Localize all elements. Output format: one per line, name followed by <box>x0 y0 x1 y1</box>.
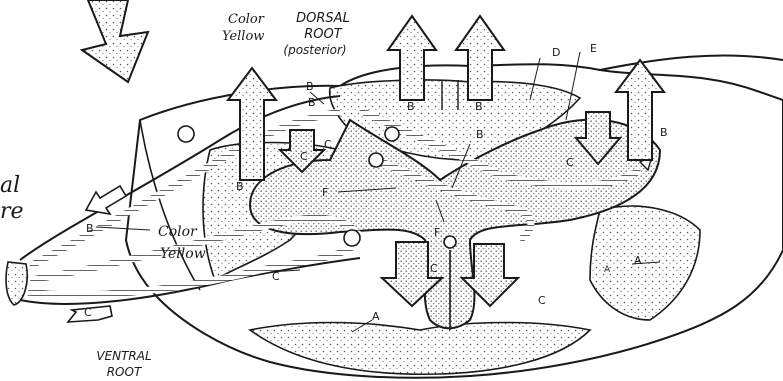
marker-c: C <box>84 306 92 319</box>
ventral-root-label: VENTRAL ROOT <box>96 349 151 379</box>
marker-b: B <box>407 100 415 113</box>
large-stippled-arrow-icon <box>82 0 148 82</box>
marker-c: C <box>272 270 280 283</box>
marker-c: C <box>324 138 332 151</box>
svg-text:Color: Color <box>228 12 265 27</box>
color-yellow-note-top: Color Yellow <box>222 12 265 44</box>
svg-text:re: re <box>0 199 24 224</box>
marker-f: F <box>434 226 440 239</box>
svg-text:Yellow: Yellow <box>160 246 206 262</box>
marker-b: B <box>308 96 316 109</box>
svg-text:(posterior): (posterior) <box>283 43 346 57</box>
marker-b: B <box>476 128 484 141</box>
marker-b: B <box>660 126 668 139</box>
marker-b: B <box>306 80 314 93</box>
marker-e: E <box>590 42 597 55</box>
spinal-nerve-partial-label: al re <box>0 173 24 224</box>
svg-text:DORSAL: DORSAL <box>296 11 350 26</box>
svg-text:Yellow: Yellow <box>222 29 264 44</box>
dorsal-root-label: DORSAL ROOT (posterior) <box>283 11 349 57</box>
outline-arrow-up-icon <box>86 186 126 214</box>
svg-text:al: al <box>0 173 20 198</box>
marker-c: C <box>538 294 546 307</box>
marker-d: D <box>552 46 560 59</box>
marker-c: C <box>430 262 438 275</box>
svg-text:Color: Color <box>158 224 198 240</box>
marker-c: C <box>566 156 574 169</box>
marker-b: B <box>475 100 483 113</box>
marker-b: B <box>236 180 244 193</box>
marker-a: A <box>634 254 642 267</box>
marker-c: C <box>300 150 308 163</box>
svg-text:VENTRAL: VENTRAL <box>96 349 151 363</box>
marker-f: F <box>322 186 328 199</box>
marker-a: A <box>372 310 380 323</box>
svg-text:ROOT: ROOT <box>304 27 342 42</box>
marker-a: A <box>604 265 611 275</box>
svg-text:ROOT: ROOT <box>107 365 143 379</box>
marker-b: B <box>86 222 94 235</box>
